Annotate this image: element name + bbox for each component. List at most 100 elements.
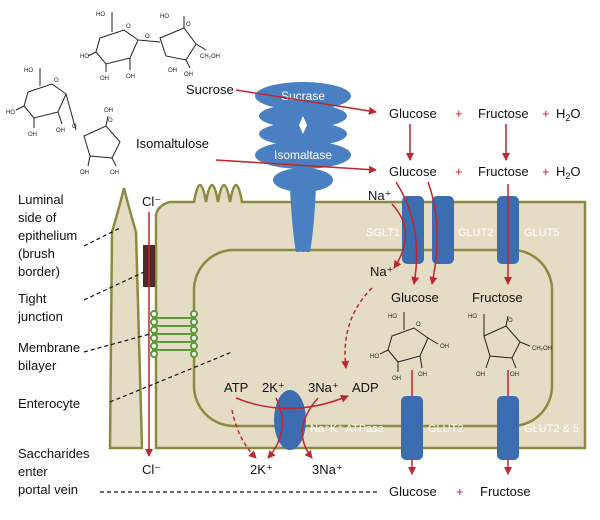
cl-label-top: Cl⁻ bbox=[142, 194, 161, 209]
adp-label: ADP bbox=[352, 380, 379, 395]
glucose-product-1: Glucose bbox=[389, 106, 437, 121]
isomaltulose-atoms: HO O HO OH OH O O OH OH OH bbox=[6, 68, 119, 176]
glucose-product-2: Glucose bbox=[389, 164, 437, 179]
luminal-label: Luminal side of epithelium (brush border… bbox=[18, 192, 81, 279]
na-out-label: 3Na⁺ bbox=[312, 462, 343, 477]
na-label-inside: Na⁺ bbox=[370, 264, 393, 279]
glut2-5-transporter bbox=[497, 396, 519, 460]
cl-label-bottom: Cl⁻ bbox=[142, 462, 161, 477]
fructose-intracellular: Fructose bbox=[472, 290, 523, 305]
atp-label: ATP bbox=[224, 380, 248, 395]
fructose-product-1: Fructose bbox=[478, 106, 529, 121]
glucose-atoms: HO O HO OH OH OH bbox=[370, 314, 449, 382]
svg-text:HO: HO bbox=[80, 54, 89, 60]
na-pump-arrow bbox=[301, 397, 319, 459]
svg-text:OH: OH bbox=[392, 376, 401, 382]
svg-text:OH: OH bbox=[168, 68, 177, 74]
water-product-2: H2O bbox=[556, 164, 581, 181]
atpase-label: Na⁺K⁺ ATPase bbox=[310, 423, 384, 435]
plus-1a: + bbox=[455, 106, 463, 121]
isomaltase-enzyme bbox=[255, 141, 351, 169]
neighbor-cell bbox=[108, 187, 144, 450]
glut2-5-label: GLUT2 & 5 bbox=[524, 423, 579, 435]
isomaltulose-arrow bbox=[215, 159, 377, 174]
svg-text:HO: HO bbox=[370, 354, 379, 360]
na-recycle-arrow bbox=[341, 287, 373, 369]
svg-text:OH: OH bbox=[28, 132, 37, 138]
k-pump-arrow bbox=[267, 397, 284, 459]
isomaltulose-structure bbox=[15, 68, 121, 167]
svg-text:HO: HO bbox=[160, 14, 169, 20]
svg-text:OH: OH bbox=[104, 108, 113, 114]
sucrose-structure bbox=[87, 12, 207, 72]
glucose-intracellular: Glucose bbox=[391, 290, 439, 305]
svg-text:O: O bbox=[126, 24, 131, 30]
glut2-glucose-arrow bbox=[427, 181, 438, 285]
sucrose-label: Sucrose bbox=[186, 82, 234, 97]
svg-text:O: O bbox=[508, 318, 513, 324]
sglt1-label: SGLT1 bbox=[366, 227, 400, 239]
sglt1-glucose-arrow bbox=[395, 181, 420, 285]
plus-final: + bbox=[456, 484, 464, 499]
svg-text:OH: OH bbox=[56, 128, 65, 134]
glut2-apical-transporter bbox=[432, 196, 454, 264]
svg-text:OH: OH bbox=[126, 74, 135, 80]
sglt1-na-arrow bbox=[391, 203, 407, 269]
svg-text:OH: OH bbox=[418, 372, 427, 378]
k-import-dashed-arrow bbox=[231, 409, 257, 459]
fructose-final: Fructose bbox=[480, 484, 531, 499]
svg-text:CH₂OH: CH₂OH bbox=[200, 54, 220, 60]
svg-text:OH: OH bbox=[476, 372, 485, 378]
epithelium bbox=[108, 183, 587, 450]
fructose-product-2: Fructose bbox=[478, 164, 529, 179]
tight-junction-label: Tight junction bbox=[17, 291, 63, 324]
svg-text:HO: HO bbox=[468, 314, 477, 320]
k-out-label: 2K⁺ bbox=[250, 462, 273, 477]
glucose-structure bbox=[379, 312, 439, 372]
sucrase-enzyme bbox=[255, 82, 351, 110]
glut2-basolateral-transporter bbox=[401, 396, 423, 460]
svg-text:HO: HO bbox=[388, 314, 397, 320]
membrane-bilayer-label: Membrane bilayer bbox=[18, 340, 84, 373]
svg-text:O: O bbox=[54, 78, 59, 84]
svg-text:OH: OH bbox=[440, 344, 449, 350]
svg-text:HO: HO bbox=[24, 68, 33, 74]
fructose-structure bbox=[483, 314, 531, 369]
svg-text:OH: OH bbox=[510, 372, 519, 378]
enzyme-notch bbox=[299, 116, 307, 134]
glut2-top-label: GLUT2 bbox=[458, 227, 493, 239]
sucrase-isomaltase-enzyme bbox=[255, 82, 351, 252]
saccharides-label: Saccharides enter portal vein bbox=[18, 446, 93, 497]
annotation-leaders bbox=[83, 227, 378, 493]
k-in-label: 2K⁺ bbox=[262, 380, 285, 395]
svg-text:CH₂OH: CH₂OH bbox=[532, 346, 552, 352]
svg-text:OH: OH bbox=[80, 170, 89, 176]
water-product-1: H2O bbox=[556, 106, 581, 123]
sglt1-transporter bbox=[402, 196, 424, 264]
isomaltase-label: Isomaltase bbox=[274, 148, 332, 162]
atp-to-adp-arrow bbox=[235, 394, 349, 410]
svg-text:OH: OH bbox=[100, 76, 109, 82]
svg-text:O: O bbox=[72, 124, 77, 130]
svg-text:O: O bbox=[145, 34, 150, 40]
na-k-atpase-pump bbox=[274, 390, 306, 450]
plus-1b: + bbox=[542, 106, 550, 121]
isomaltulose-label: Isomaltulose bbox=[136, 136, 209, 151]
glucose-final: Glucose bbox=[389, 484, 437, 499]
svg-text:OH: OH bbox=[110, 170, 119, 176]
enterocyte-cell bbox=[154, 183, 587, 450]
membrane-bilayer bbox=[150, 310, 198, 358]
svg-text:OH: OH bbox=[184, 72, 193, 78]
enterocyte-label: Enterocyte bbox=[18, 396, 80, 411]
na-in-label: 3Na⁺ bbox=[308, 380, 339, 395]
svg-text:HO: HO bbox=[6, 110, 15, 116]
basolateral-transporters bbox=[274, 390, 519, 460]
glut2-bottom-label: GLUT2 bbox=[428, 423, 463, 435]
sucrose-arrow bbox=[235, 89, 377, 115]
plus-2b: + bbox=[542, 164, 550, 179]
svg-text:HO: HO bbox=[96, 12, 105, 18]
glut5-label: GLUT5 bbox=[524, 227, 559, 239]
svg-text:O: O bbox=[108, 118, 113, 124]
svg-text:O: O bbox=[416, 322, 421, 328]
